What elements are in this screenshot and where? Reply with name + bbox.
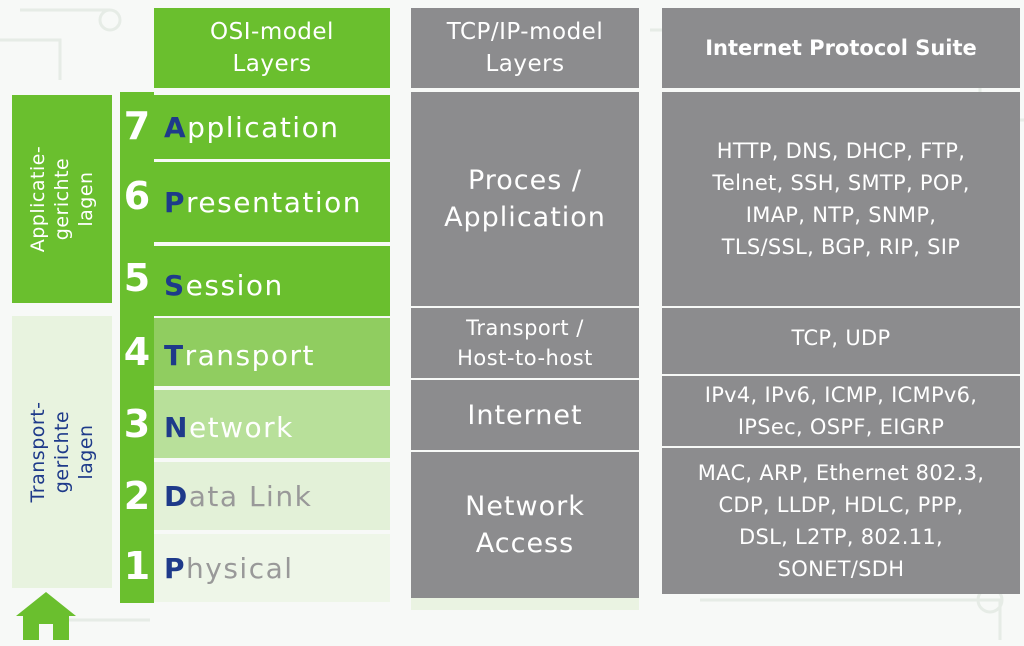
home-icon[interactable]: [14, 590, 78, 642]
protocols-transport: TCP, UDP: [662, 308, 1020, 374]
layer-number-2: 2: [123, 474, 151, 518]
layer-initial: S: [164, 268, 186, 302]
tcpip-footer-strip: [411, 598, 639, 610]
layer-number-3: 3: [123, 402, 151, 446]
layer-rest: pplication: [187, 110, 340, 144]
side-group-transport-label: Transport- gerichte lagen: [27, 401, 97, 503]
tcpip-layer-transport: Transport / Host-to-host: [411, 308, 639, 378]
layer-number-5: 5: [123, 256, 151, 300]
layer-number-1: 1: [123, 544, 151, 588]
side-group-application: Applicatie- gerichte lagen: [12, 95, 112, 303]
layer-initial: P: [164, 551, 187, 585]
layer-initial: T: [164, 338, 185, 372]
protocols-application: HTTP, DNS, DHCP, FTP, Telnet, SSH, SMTP,…: [662, 92, 1020, 306]
layer-number-6: 6: [123, 174, 151, 218]
layer-initial: D: [164, 479, 189, 513]
layer-number-7: 7: [123, 104, 151, 148]
layer-number-column: [120, 92, 154, 603]
layer-initial: N: [164, 410, 189, 444]
side-group-application-label: Applicatie- gerichte lagen: [27, 145, 97, 253]
tcpip-layer-application: Proces / Application: [411, 92, 639, 306]
layer-initial: P: [164, 185, 187, 219]
tcpip-layer-internet: Internet: [411, 380, 639, 450]
layer-number-4: 4: [123, 330, 151, 374]
layer-rest: hysical: [186, 551, 294, 585]
layer-rest: ession: [185, 268, 284, 302]
layer-rest: resentation: [186, 185, 362, 219]
layer-rest: etwork: [188, 410, 294, 444]
osi-header: OSI-model Layers: [154, 8, 390, 88]
layer-initial: A: [164, 110, 188, 144]
protocols-network-access: MAC, ARP, Ethernet 802.3, CDP, LLDP, HDL…: [662, 448, 1020, 594]
layer-rest: ata Link: [188, 479, 313, 513]
tcpip-layer-network-access: Network Access: [411, 452, 639, 598]
layer-rest: ransport: [184, 338, 316, 372]
protocols-internet: IPv4, IPv6, ICMP, ICMPv6, IPSec, OSPF, E…: [662, 376, 1020, 446]
protocol-suite-header: Internet Protocol Suite: [662, 8, 1020, 88]
side-group-transport: Transport- gerichte lagen: [12, 316, 112, 588]
tcpip-header: TCP/IP-model Layers: [411, 8, 639, 88]
